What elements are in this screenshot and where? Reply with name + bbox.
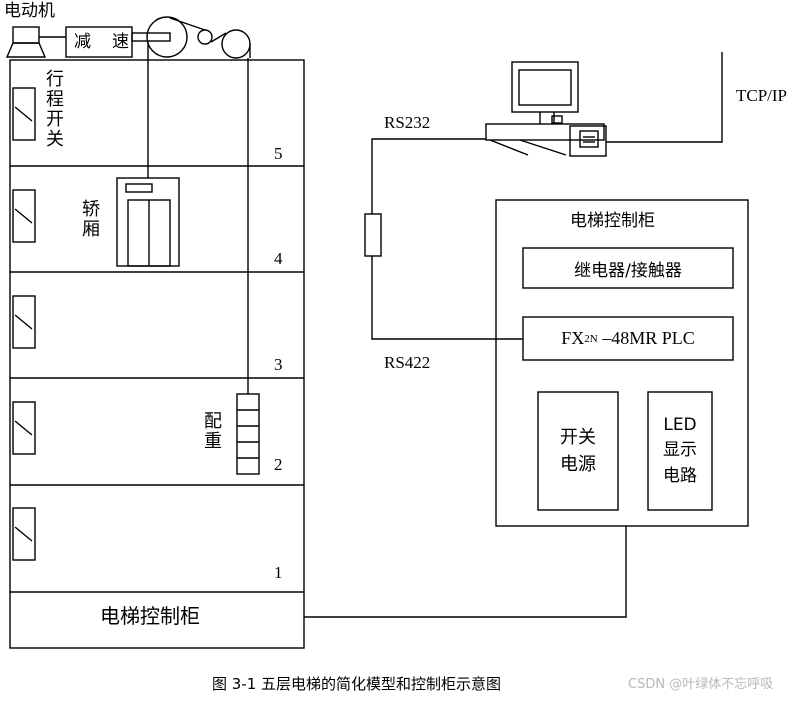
- plc-prefix: FX: [561, 328, 585, 348]
- rs232-label: RS232: [384, 113, 431, 132]
- shaft-cabinet-label: 电梯控制柜: [100, 604, 200, 628]
- led-display-box: [647, 391, 713, 511]
- rs-converter: [364, 213, 382, 257]
- rope-mid: [210, 32, 227, 43]
- plc-box: [522, 316, 734, 361]
- relay-box: [522, 247, 734, 289]
- rs422-label: RS422: [384, 353, 431, 372]
- travel-switch-2: [12, 401, 36, 455]
- counterweight-label: 配重: [204, 411, 222, 453]
- watermark: CSDN @叶绿体不忘呼吸: [628, 677, 774, 692]
- floor-number-4: 4: [274, 249, 283, 268]
- switch-power-label: 开关电源: [560, 427, 596, 475]
- elevator-shaft: [9, 59, 305, 649]
- elevator-car: [116, 177, 180, 267]
- figure-caption: 图 3-1 五层电梯的简化模型和控制柜示意图: [212, 675, 502, 693]
- switch-power-label-wrap: 开关电源: [538, 392, 618, 510]
- tcpip-link: [606, 52, 723, 143]
- computer-icon: [485, 61, 607, 157]
- drive-shaft: [131, 32, 171, 42]
- reducer-label-2: 速: [112, 32, 129, 52]
- car-label: 轿厢: [82, 199, 100, 241]
- rs232-link: [371, 138, 486, 214]
- cabinet-title: 电梯控制柜: [570, 211, 655, 231]
- floor-number-5: 5: [274, 144, 283, 163]
- floor-number-3: 3: [274, 355, 283, 374]
- counterweight: [236, 393, 260, 475]
- travel-switch-3: [12, 295, 36, 349]
- travel-switch-label: 行程开关: [46, 69, 64, 151]
- floor-number-1: 1: [274, 563, 283, 582]
- cabinet-link: [304, 526, 627, 618]
- switch-power-box: [537, 391, 619, 511]
- plc-sub: 2N: [584, 332, 598, 345]
- led-label-wrap: LED显示电路: [648, 392, 712, 510]
- motor-label: 电动机: [4, 1, 55, 21]
- reducer-label-1: 减: [74, 32, 91, 52]
- relay-label: 继电器/接触器: [574, 260, 682, 281]
- motor-icon: [5, 26, 47, 58]
- travel-switch-1: [12, 507, 36, 561]
- idler-pulley: [197, 29, 213, 45]
- plc-suffix: –48MR PLC: [597, 328, 695, 348]
- rope-top: [169, 17, 206, 31]
- floor-number-2: 2: [274, 455, 283, 474]
- travel-switch-5: [12, 87, 36, 141]
- reducer-box: [65, 26, 133, 58]
- traction-sheave: [146, 16, 188, 58]
- control-cabinet-box: [495, 199, 749, 527]
- rs422-link: [371, 256, 523, 340]
- led-label: LED显示电路: [663, 414, 697, 486]
- deflector-sheave: [221, 29, 251, 59]
- travel-switch-4: [12, 189, 36, 243]
- tcpip-label: TCP/IP: [736, 86, 788, 105]
